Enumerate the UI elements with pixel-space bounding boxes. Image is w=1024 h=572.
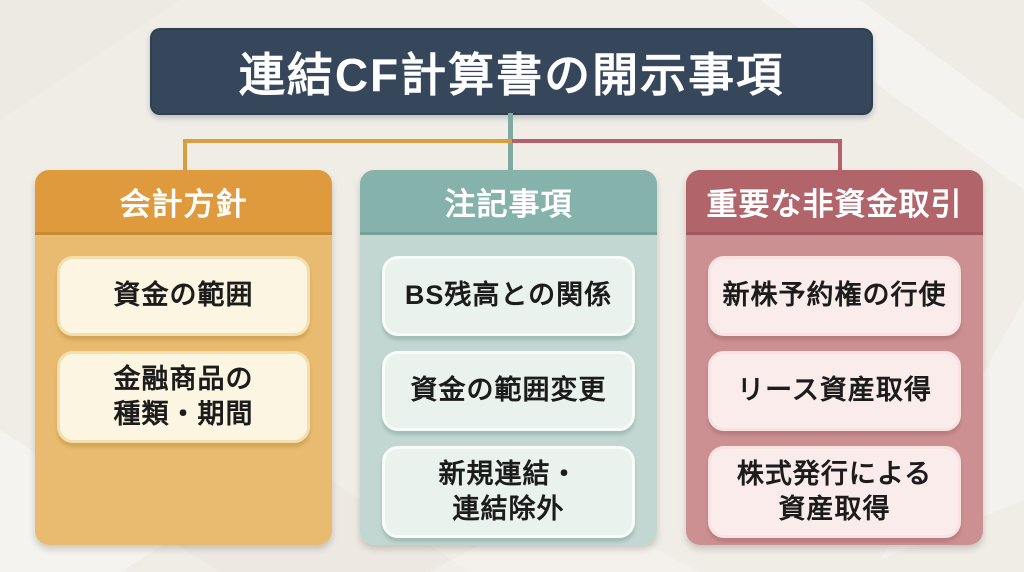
column-non-cash-transactions-header: 重要な非資金取引: [686, 170, 983, 235]
column-accounting-policy-title: 会計方針: [119, 186, 248, 222]
column-non-cash-transactions-body: 新株予約権の行使 リース資産取得 株式発行による 資産取得: [686, 235, 983, 545]
column-notes-title: 注記事項: [444, 186, 573, 222]
list-item: 資金の範囲: [57, 256, 310, 336]
list-item: 株式発行による 資産取得: [708, 446, 961, 539]
list-item-label: BS残高との関係: [404, 280, 613, 311]
connector-left-horizontal: [183, 139, 512, 143]
page-title: 連結CF計算書の開示事項: [238, 48, 785, 101]
list-item: BS残高との関係: [382, 256, 635, 336]
column-notes: 注記事項 BS残高との関係 資金の範囲変更 新規連結・ 連結除外: [360, 170, 657, 545]
list-item: 資金の範囲変更: [382, 351, 635, 431]
column-accounting-policy-header: 会計方針: [35, 170, 332, 235]
column-accounting-policy: 会計方針 資金の範囲 金融商品の 種類・期間: [35, 170, 332, 545]
list-item: 新規連結・ 連結除外: [382, 446, 635, 539]
list-item-label: 資金の範囲: [113, 280, 254, 311]
list-item: 金融商品の 種類・期間: [57, 351, 310, 444]
list-item-label: 資金の範囲変更: [410, 375, 607, 406]
connector-right-vertical: [838, 139, 842, 172]
column-non-cash-transactions: 重要な非資金取引 新株予約権の行使 リース資産取得 株式発行による 資産取得: [686, 170, 983, 545]
column-notes-body: BS残高との関係 資金の範囲変更 新規連結・ 連結除外: [360, 235, 657, 545]
list-item-label: リース資産取得: [737, 375, 932, 406]
list-item: 新株予約権の行使: [708, 256, 961, 336]
column-non-cash-transactions-title: 重要な非資金取引: [706, 186, 963, 222]
column-notes-header: 注記事項: [360, 170, 657, 235]
list-item-label: 新規連結・ 連結除外: [438, 459, 579, 525]
list-item-label: 新株予約権の行使: [722, 280, 947, 311]
list-item-label: 株式発行による 資産取得: [736, 459, 933, 525]
list-item: リース資産取得: [708, 351, 961, 431]
connector-left-vertical: [183, 139, 187, 172]
column-accounting-policy-body: 資金の範囲 金融商品の 種類・期間: [35, 235, 332, 545]
title-box: 連結CF計算書の開示事項: [150, 28, 873, 115]
list-item-label: 金融商品の 種類・期間: [113, 364, 254, 430]
connector-right-horizontal: [512, 139, 842, 143]
